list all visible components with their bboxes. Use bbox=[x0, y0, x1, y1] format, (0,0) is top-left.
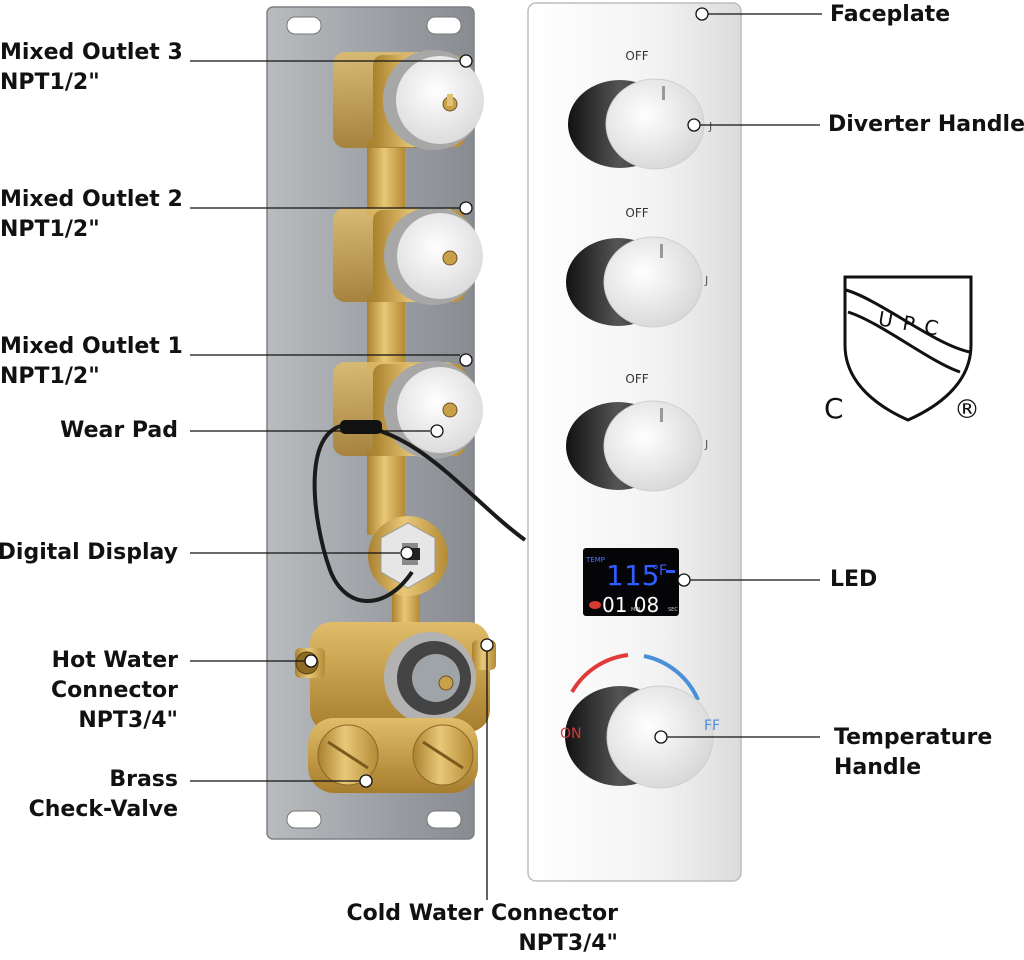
diverter-knob-2[interactable]: J bbox=[566, 236, 708, 328]
label-line: NPT1/2" bbox=[0, 364, 100, 389]
svg-text:J: J bbox=[704, 274, 708, 287]
label-line: NPT3/4" bbox=[78, 708, 178, 733]
label-line: Wear Pad bbox=[60, 418, 178, 443]
label-line: Handle bbox=[834, 755, 922, 780]
label-digital-display: Digital Display bbox=[0, 538, 178, 568]
lcd-time: 01 08 bbox=[602, 593, 659, 617]
lcd-temperature: 115 bbox=[606, 559, 659, 592]
label-line: Mixed Outlet 3 bbox=[0, 40, 183, 65]
label-line: Faceplate bbox=[830, 2, 951, 27]
lcd-flame-icon bbox=[589, 601, 601, 609]
label-diverter-handle: Diverter Handle bbox=[828, 110, 1024, 140]
knob-1-off-label: OFF bbox=[625, 49, 648, 63]
label-line: Mixed Outlet 2 bbox=[0, 187, 183, 212]
mixed-outlet-3-cartridge bbox=[333, 50, 484, 150]
cable-plug bbox=[340, 420, 382, 434]
label-mixed-outlet-1: Mixed Outlet 1 NPT1/2" bbox=[0, 332, 183, 392]
label-brass-check-valve: Brass Check-Valve bbox=[29, 765, 178, 825]
lcd-sec-label: SEC bbox=[668, 607, 678, 613]
label-temperature-handle: Temperature Handle bbox=[834, 723, 992, 783]
label-line: Connector bbox=[50, 678, 178, 703]
svg-text:J: J bbox=[708, 120, 712, 133]
leader-lines bbox=[190, 7, 822, 900]
label-cold-water-connector: Cold Water Connector NPT3/4" bbox=[346, 899, 618, 959]
label-line: LED bbox=[830, 567, 878, 592]
label-line: Diverter Handle bbox=[828, 112, 1024, 137]
label-line: NPT3/4" bbox=[518, 931, 618, 956]
valve-body bbox=[295, 622, 496, 793]
label-line: Temperature bbox=[834, 725, 993, 750]
knob-2-off-label: OFF bbox=[625, 206, 648, 220]
mixed-outlet-2-cartridge bbox=[333, 207, 483, 305]
knob-3-off-label: OFF bbox=[625, 372, 648, 386]
upc-c-mark: C bbox=[824, 392, 844, 425]
brass-stem bbox=[367, 140, 420, 630]
label-line: NPT1/2" bbox=[0, 217, 100, 242]
upc-certification-badge: UPC C ® bbox=[824, 275, 980, 425]
temp-off-label: FF bbox=[704, 718, 720, 734]
sensor-cable bbox=[312, 422, 527, 603]
lcd-unit: °F bbox=[652, 563, 667, 579]
label-line: Cold Water Connector bbox=[346, 901, 618, 926]
temp-on-label: ON bbox=[560, 726, 582, 742]
label-wear-pad: Wear Pad bbox=[60, 416, 178, 446]
label-line: Mixed Outlet 1 bbox=[0, 334, 183, 359]
label-hot-water-connector: Hot Water Connector NPT3/4" bbox=[51, 646, 178, 736]
svg-text:J: J bbox=[704, 438, 708, 451]
label-line: Brass bbox=[109, 767, 178, 792]
upc-registered-mark: ® bbox=[954, 395, 980, 425]
label-mixed-outlet-3: Mixed Outlet 3 NPT1/2" bbox=[0, 38, 183, 98]
lcd-min-label: MIN bbox=[631, 607, 641, 613]
diverter-knob-1[interactable]: J bbox=[568, 78, 712, 170]
diverter-knob-3[interactable]: J bbox=[566, 400, 708, 492]
label-faceplate: Faceplate bbox=[830, 0, 950, 30]
label-line: NPT1/2" bbox=[0, 70, 100, 95]
label-line: Digital Display bbox=[0, 540, 178, 565]
label-mixed-outlet-2: Mixed Outlet 2 NPT1/2" bbox=[0, 185, 183, 245]
label-line: Hot Water bbox=[51, 648, 178, 673]
label-line: Check-Valve bbox=[28, 797, 178, 822]
led-display: TEMP 115 °F 01 08 MIN SEC bbox=[583, 548, 679, 617]
lcd-temp-tag: TEMP bbox=[585, 556, 605, 564]
label-led: LED bbox=[830, 565, 877, 595]
